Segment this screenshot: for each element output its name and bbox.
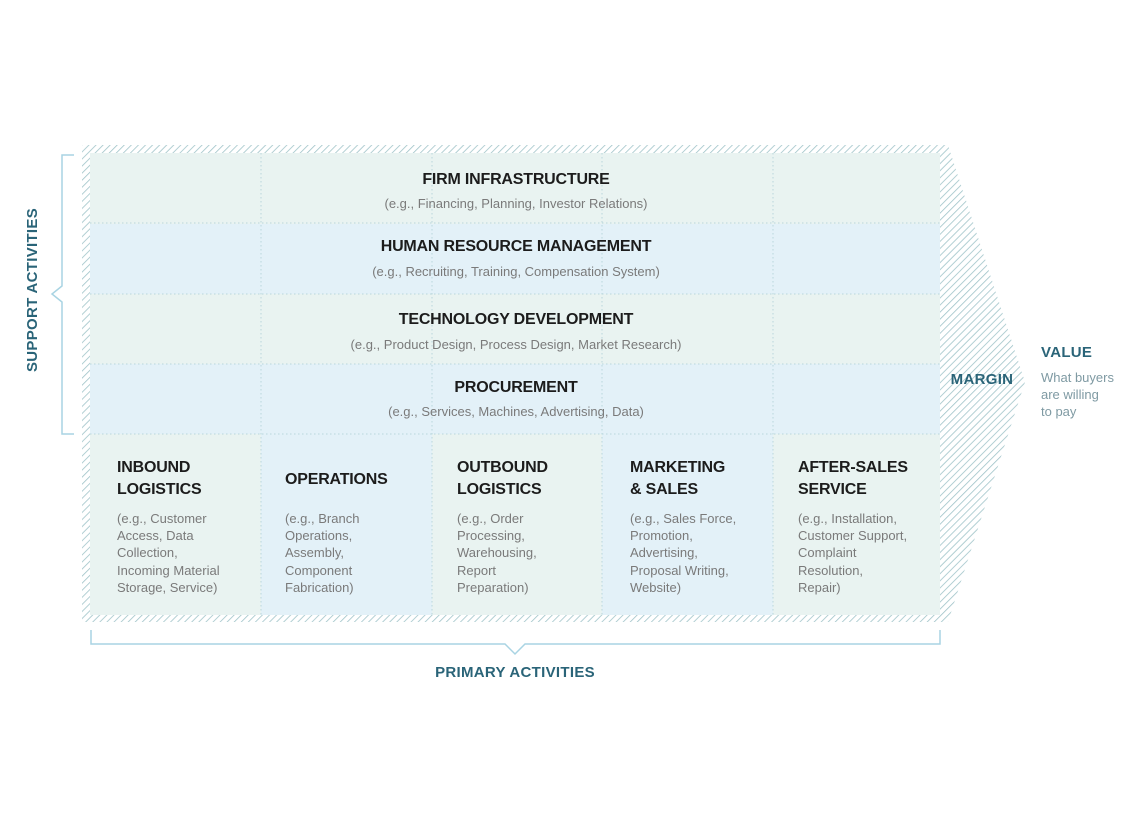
support-activity-human-resource-management: HUMAN RESOURCE MANAGEMENT (e.g., Recruit… — [372, 238, 660, 279]
primary-activity-example-line: Website) — [630, 580, 681, 595]
support-activity-examples: (e.g., Product Design, Process Design, M… — [351, 337, 682, 352]
primary-activity-title-line: AFTER-SALES — [798, 459, 908, 476]
support-activity-title: HUMAN RESOURCE MANAGEMENT — [381, 238, 652, 255]
support-activity-procurement: PROCUREMENT (e.g., Services, Machines, A… — [388, 379, 644, 419]
primary-activity-title-line: MARKETING — [630, 459, 725, 476]
support-activities-bracket — [50, 154, 74, 435]
primary-activity-title-line: OUTBOUND — [457, 459, 548, 476]
value-description-line: are willing — [1041, 387, 1099, 402]
primary-activity-example-line: (e.g., Installation, — [798, 511, 897, 526]
support-activity-title: TECHNOLOGY DEVELOPMENT — [399, 311, 634, 328]
primary-activity-example-line: Assembly, — [285, 545, 344, 560]
primary-activity-title-line: INBOUND — [117, 459, 190, 476]
support-activity-examples: (e.g., Recruiting, Training, Compensatio… — [372, 264, 660, 279]
primary-activity-example-line: Advertising, — [630, 545, 698, 560]
primary-activity-title-line: LOGISTICS — [457, 481, 542, 498]
primary-activity-inbound-logistics: INBOUND LOGISTICS (e.g., Customer Access… — [117, 459, 220, 595]
value-description-line: What buyers — [1041, 370, 1114, 385]
primary-activity-example-line: Fabrication) — [285, 580, 354, 595]
primary-activity-example-line: Operations, — [285, 528, 352, 543]
primary-activity-example-line: (e.g., Branch — [285, 511, 359, 526]
primary-activity-example-line: Complaint — [798, 545, 857, 560]
primary-activity-title-line: LOGISTICS — [117, 481, 202, 498]
primary-activities-bracket — [90, 630, 941, 656]
support-activity-examples: (e.g., Services, Machines, Advertising, … — [388, 404, 644, 419]
primary-column-operations-bg — [261, 434, 432, 615]
primary-activity-example-line: Customer Support, — [798, 528, 907, 543]
primary-activity-example-line: Proposal Writing, — [630, 563, 729, 578]
primary-activity-example-line: (e.g., Customer — [117, 511, 207, 526]
value-description-line: to pay — [1041, 404, 1077, 419]
primary-activity-example-line: Storage, Service) — [117, 580, 217, 595]
support-activity-firm-infrastructure: FIRM INFRASTRUCTURE (e.g., Financing, Pl… — [384, 171, 647, 211]
primary-activity-outbound-logistics: OUTBOUND LOGISTICS (e.g., Order Processi… — [457, 459, 548, 595]
primary-activity-example-line: Preparation) — [457, 580, 529, 595]
value-title: VALUE — [1041, 344, 1092, 361]
primary-activities-label: PRIMARY ACTIVITIES — [435, 664, 595, 681]
primary-activity-example-line: Component — [285, 563, 353, 578]
primary-column-marketing-bg — [602, 434, 773, 615]
primary-activity-example-line: (e.g., Order — [457, 511, 524, 526]
column-dividers — [260, 153, 774, 615]
support-activity-title: PROCUREMENT — [454, 379, 578, 396]
primary-activity-example-line: Repair) — [798, 580, 841, 595]
primary-activity-marketing-sales: MARKETING & SALES (e.g., Sales Force, Pr… — [630, 459, 736, 595]
support-activity-technology-development: TECHNOLOGY DEVELOPMENT (e.g., Product De… — [351, 311, 682, 352]
value-callout: VALUE What buyers are willing to pay — [1041, 344, 1114, 419]
primary-activity-example-line: Access, Data — [117, 528, 194, 543]
support-band-procurement — [90, 364, 940, 434]
primary-activity-title-line: OPERATIONS — [285, 471, 388, 488]
primary-activity-example-line: Resolution, — [798, 563, 863, 578]
primary-activity-operations: OPERATIONS (e.g., Branch Operations, Ass… — [285, 471, 388, 595]
support-activities-label: SUPPORT ACTIVITIES — [24, 208, 41, 372]
row-dividers — [90, 222, 940, 435]
primary-activity-title-line: & SALES — [630, 481, 698, 498]
margin-label: MARGIN — [951, 371, 1014, 388]
primary-activity-example-line: Incoming Material — [117, 563, 220, 578]
support-activity-examples: (e.g., Financing, Planning, Investor Rel… — [384, 196, 647, 211]
support-band-hrm — [90, 224, 940, 294]
primary-activity-example-line: Promotion, — [630, 528, 693, 543]
primary-activity-after-sales-service: AFTER-SALES SERVICE (e.g., Installation,… — [798, 459, 909, 595]
primary-activity-example-line: Processing, — [457, 528, 525, 543]
primary-activity-title-line: SERVICE — [798, 481, 867, 498]
primary-activity-example-line: Warehousing, — [457, 545, 537, 560]
support-activity-title: FIRM INFRASTRUCTURE — [422, 171, 610, 188]
primary-activity-example-line: Collection, — [117, 545, 178, 560]
primary-activity-example-line: Report — [457, 563, 496, 578]
primary-activity-example-line: (e.g., Sales Force, — [630, 511, 736, 526]
